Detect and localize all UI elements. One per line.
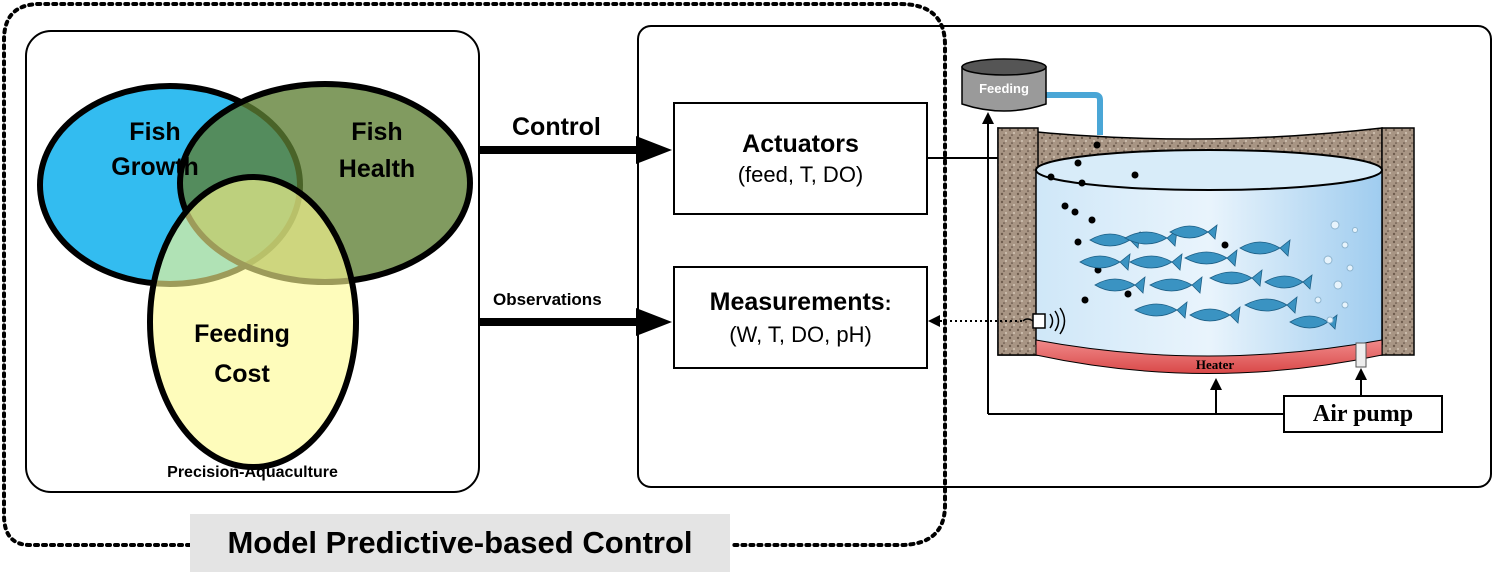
- heater-band: [1035, 339, 1383, 374]
- actuators-title: Actuators: [742, 129, 859, 158]
- fish-school: [1079, 224, 1338, 330]
- tank-water: [1036, 170, 1382, 362]
- measurements-subtitle: (W, T, DO, pH): [729, 321, 872, 347]
- air-bubbles: [1314, 220, 1358, 324]
- fish-growth-label-1: Fish: [129, 118, 180, 146]
- air-stone: [1355, 342, 1367, 368]
- measurements-title-row: Measurements:: [710, 286, 892, 320]
- measurements-box: Measurements: (W, T, DO, pH): [673, 266, 928, 369]
- venn-diagram: Fish Growth Fish Health Feeding Cost: [37, 81, 473, 470]
- measurements-colon: :: [884, 292, 892, 315]
- feeding-cost-label-1: Feeding: [194, 320, 290, 348]
- control-label: Control: [512, 113, 601, 141]
- sensor-icon: [1022, 307, 1066, 335]
- air-pump-box: Air pump: [1283, 395, 1443, 433]
- mpc-label: Model Predictive-based Control: [190, 514, 730, 572]
- fish-health-label-1: Fish: [351, 118, 402, 146]
- heater-label: Heater: [1196, 357, 1234, 372]
- food-pellets: [1047, 141, 1229, 304]
- feeding-cost-label-2: Cost: [214, 360, 270, 388]
- actuators-box: Actuators (feed, T, DO): [673, 102, 928, 215]
- actuators-subtitle: (feed, T, DO): [737, 161, 864, 187]
- tank-rim: [1035, 149, 1383, 191]
- fish-health-label-2: Health: [339, 155, 415, 183]
- precision-aquaculture-panel: [25, 30, 480, 493]
- fish-growth-label-2: Growth: [111, 153, 199, 181]
- system-panel: [637, 25, 1492, 488]
- left-wall: [997, 127, 1039, 356]
- right-wall: [1381, 127, 1415, 356]
- feeder: Feeding: [961, 58, 1103, 135]
- measurements-title: Measurements: [709, 287, 885, 316]
- feeding-cost-circle: [147, 174, 359, 470]
- observations-label: Observations: [493, 290, 602, 309]
- feeder-label: Feeding: [979, 81, 1029, 96]
- panel-caption: Precision-Aquaculture: [167, 464, 338, 481]
